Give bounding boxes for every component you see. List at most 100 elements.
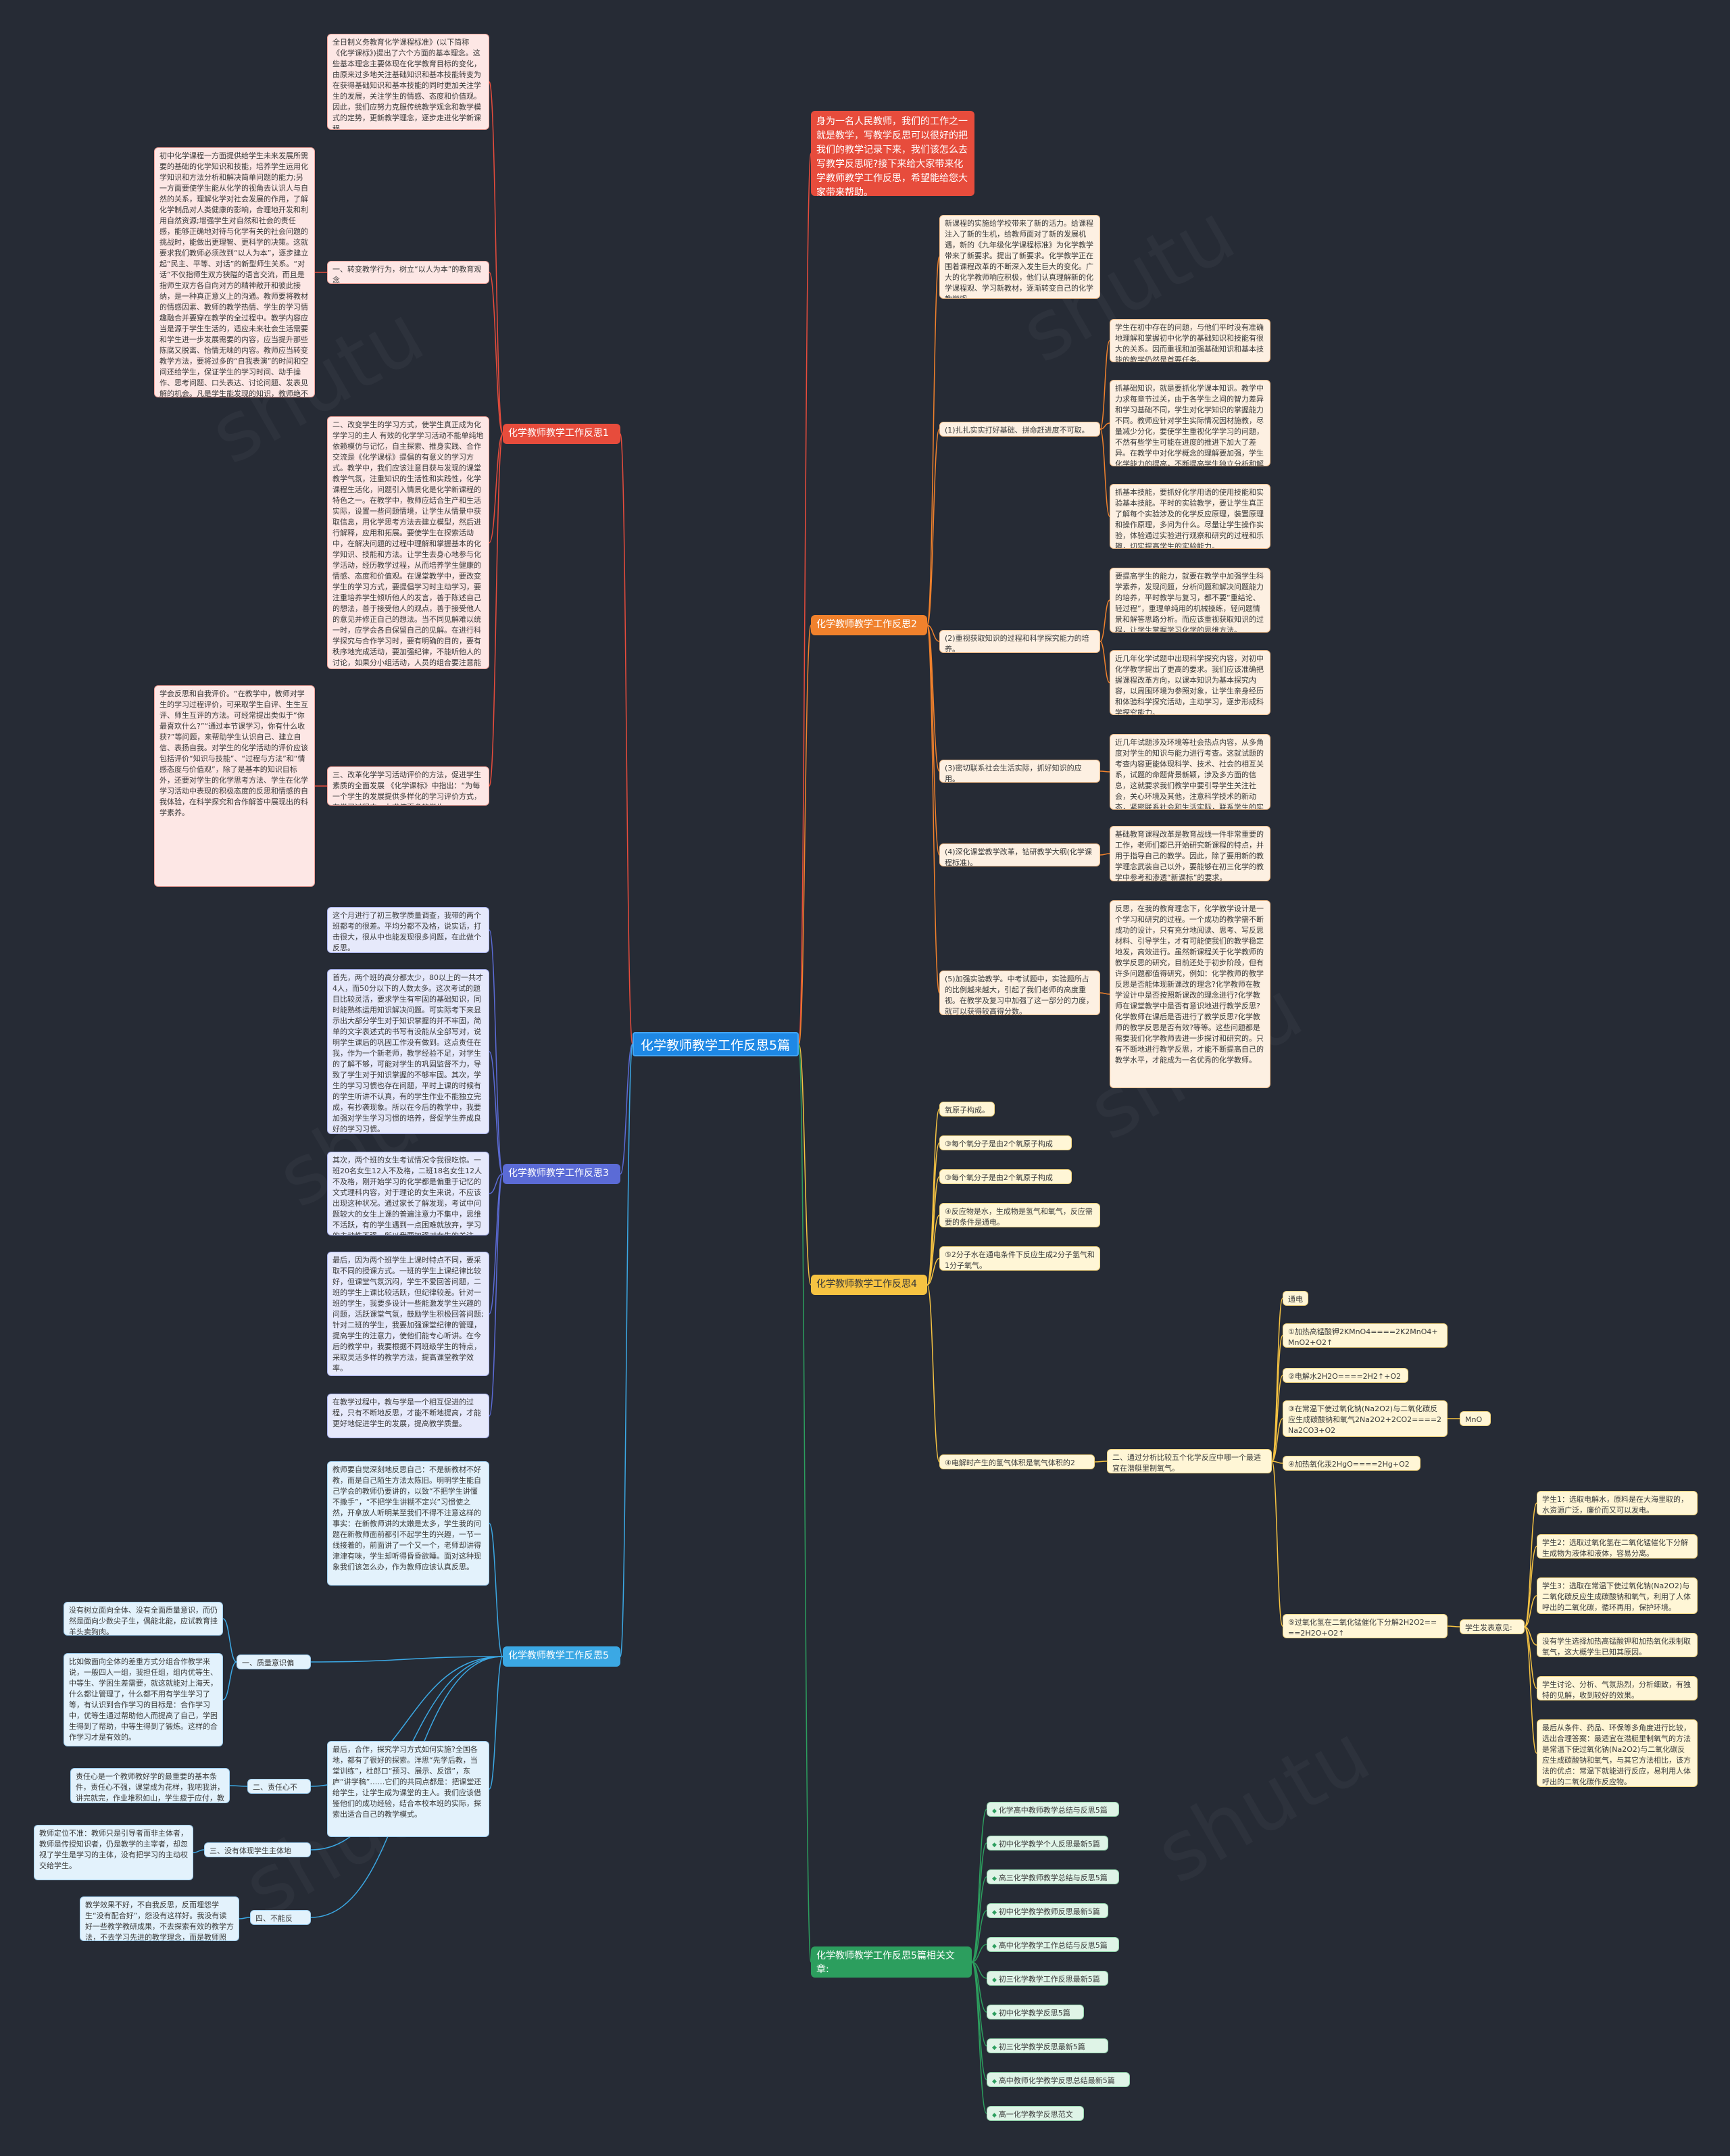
reflection-5-issue-detail[interactable]: 教师定位不准：教师只是引导者而非主体者，教师是传授知识者，仍是教学的主宰者，却忽… (34, 1825, 193, 1880)
reflection-2-item-1-detail[interactable]: 抓基本技能，要抓好化学用语的使用技能和实验基本技能。平时的实验教学，要让学生真正… (1110, 484, 1270, 549)
reflection-4-equation[interactable]: ⑤过氧化氢在二氧化锰催化下分解2H2O2====2H2O+O2↑ (1283, 1614, 1448, 1638)
reflection-4-equation[interactable]: ③在常温下使过氧化钠(Na2O2)与二氧化碳反应生成碳酸钠和氧气2Na2O2+2… (1283, 1400, 1448, 1437)
related-article-link[interactable]: 高中教师化学教学反思总结最新5篇 (987, 2072, 1130, 2087)
reflection-2-item-2-detail[interactable]: 要提高学生的能力，就要在教学中加强学生科学素养，发现问题，分析问题和解决问题能力… (1110, 568, 1270, 633)
reflection-4-equation[interactable]: ④加热氧化汞2HgO====2Hg+O2↑ (1283, 1456, 1420, 1471)
connector-line (489, 1173, 503, 1194)
reflection-3-paragraph[interactable]: 首先，两个班的高分都太少，80以上的一共才4人，而50分以下的人数太多。这次考试… (327, 969, 489, 1134)
related-article-link[interactable]: 初中化学教学教师反思最新5篇 (987, 1903, 1108, 1918)
branch-reflection-1[interactable]: 化学教师教学工作反思1 (503, 424, 620, 444)
reflection-4-item[interactable]: ③每个氧分子是由2个氧原子构成的。 (939, 1135, 1072, 1150)
reflection-5-issue-2[interactable]: 二、责任心不强。 (247, 1779, 311, 1794)
related-article-link[interactable]: 初中化学教学反思5篇 (987, 2005, 1084, 2019)
reflection-3-paragraph[interactable]: 其次，两个班的女生考试情况令我很吃惊。一班20名女生12人不及格，二班18名女生… (327, 1152, 489, 1235)
connector-line (971, 1961, 987, 2080)
related-article-link[interactable]: 高一化学教学反思范文 (987, 2106, 1084, 2121)
branch-reflection-2[interactable]: 化学教师教学工作反思2 (811, 615, 927, 635)
reflection-5-issue-3[interactable]: 三、没有体现学生主体地位。 (204, 1842, 311, 1857)
related-article-link[interactable]: 初三化学教学工作反思最新5篇 (987, 1971, 1108, 1986)
intro-note[interactable]: 身为一名人民教师，我们的工作之一就是教学，写教学反思可以很好的把我们的教学记录下… (811, 111, 974, 196)
connector-line (1271, 1375, 1283, 1462)
root-topic[interactable]: 化学教师教学工作反思5篇 (633, 1032, 799, 1056)
reflection-5-issue-detail[interactable]: 教学效果不好，不自我反思，反而埋怨学生“没有配合好”，怨没有这样好。我没有读好一… (80, 1896, 239, 1941)
reflection-2-item-1-detail[interactable]: 抓基础知识，就是要抓化学课本知识。教学中力求每章节过关，由于各学生之间的智力差异… (1110, 380, 1270, 466)
connector-line (620, 1044, 633, 1657)
reflection-4-item[interactable]: ④反应物是水，生成物是氢气和氧气，反应需要的条件是通电。 (939, 1203, 1100, 1227)
branch-reflection-3[interactable]: 化学教师教学工作反思3 (503, 1164, 620, 1184)
reflection-2-item-2-detail[interactable]: 近几年化学试题中出现科学探究内容，对初中化学教学提出了更高的要求。我们应该准确把… (1110, 650, 1270, 715)
reflection-4-equation[interactable]: ②电解水2H2O====2H2↑+O2↑ (1283, 1368, 1408, 1383)
reflection-4-electrolysis[interactable]: ④电解时产生的氢气体积是氧气体积的2倍。 (939, 1454, 1095, 1469)
reflection-3-paragraph[interactable]: 最后，因为两个班学生上课时特点不同，要采取不同的授课方式。一班的学生上课纪律比较… (327, 1252, 489, 1376)
reflection-1-detail[interactable]: 初中化学课程一方面提供给学生未来发展所需要的基础的化学知识和技能，培养学生运用化… (154, 147, 315, 397)
reflection-5-paragraph[interactable]: 最后，合作，探究学习方式如何实施?全国各地，都有了很好的探索。洋思“先学后教，当… (327, 1741, 489, 1837)
reflection-2-item-5-detail[interactable]: 反思，在我的教育理念下，化学教学设计是一个学习和研究的过程。一个成功的教学需不断… (1110, 900, 1270, 1088)
connector-line (1099, 599, 1110, 642)
reflection-2-item-1-detail[interactable]: 学生在初中存在的问题，与他们平时没有准确地理解和掌握初中化学的基础知识和技能有很… (1110, 319, 1270, 362)
reflection-5-issue-detail[interactable]: 没有树立面向全体、没有全面质量意识，而仍然是面向少数尖子生，偶能北能，应试教育挂… (64, 1602, 223, 1636)
reflection-5-issue-detail[interactable]: 比如做面向全体的差重方式分组合作教学来说，一般四人一组，我担任组，组内优等生、中… (64, 1653, 223, 1746)
reflection-4-student[interactable]: 学生1：选取电解水，原料是在大海里取的，水资源广泛，廉价而又可以发电。 (1537, 1491, 1698, 1515)
reflection-2-item-4-detail[interactable]: 基础教育课程改革是教育战线一件非常重要的工作，老师们都已开始研究新课程的特点，并… (1110, 826, 1270, 881)
reflection-1-intro[interactable]: 全日制义务教育化学课程标准》(以下简称《化学课标》)提出了六个方面的基本理念。这… (327, 34, 489, 130)
connector-line (798, 1044, 812, 1963)
reflection-3-paragraph[interactable]: 在教学过程中，教与学是一个相互促进的过程，只有不断地反思，才能不断地提高，才能更… (327, 1394, 489, 1438)
reflection-4-student-opinions[interactable]: 学生发表意见: (1460, 1619, 1525, 1634)
branch-related-articles[interactable]: 化学教师教学工作反思5篇相关文章: (811, 1946, 972, 1978)
reflection-4-student[interactable]: 最后从条件、药品、环保等多角度进行比较，选出合理答案：最适宜在潜艇里制氧气的方法… (1537, 1719, 1698, 1787)
reflection-3-paragraph[interactable]: 这个月进行了初三教学质量调查，我带的两个班都考的很差。平均分都不及格，说实话，打… (327, 907, 489, 953)
reflection-2-item-3[interactable]: (3)密切联系社会生活实际，抓好知识的应用。 (939, 760, 1100, 783)
reflection-4-compare[interactable]: 二、通过分析比较五个化学反应中哪一个最适宜在潜艇里制氧气。 (1107, 1449, 1272, 1473)
reflection-1-point-3[interactable]: 三、改革化学学习活动评价的方法，促进学生素质的全面发展 《化学课标》中指出：“为… (327, 766, 489, 806)
reflection-5-intro[interactable]: 教师要自觉深刻地反思自己：不是新教材不好教，而是自己陌生方法太陈旧。明明学生能自… (327, 1461, 489, 1586)
reflection-2-item-5[interactable]: (5)加强实验教学。中考试题中，实验题所占的比例越来越大，引起了我们老师的高度重… (939, 971, 1100, 1015)
connector-line (971, 1961, 987, 2114)
connector-line (1524, 1595, 1537, 1627)
connector-line (926, 1284, 940, 1463)
reflection-1-point-2[interactable]: 二、改变学生的学习方式，使学生真正成为化学学习的主人 有效的化学学习活动不能单纯… (327, 416, 489, 669)
connector-line (1524, 1502, 1537, 1627)
reflection-1-detail-2[interactable]: 学会反思和自我评价。“在教学中，教师对学生的学习过程评价，可采取学生自评、生生互… (154, 685, 315, 887)
reflection-4-student[interactable]: 学生讨论、分析、气氛热烈，分析细致，有独特的见解，收到较好的效果。 (1537, 1676, 1698, 1700)
connector-line (926, 1142, 940, 1285)
connector-line (1099, 340, 1110, 430)
reflection-4-catalyst[interactable]: MnO2 (1460, 1411, 1491, 1426)
related-article-link[interactable]: 初三化学教学反思最新5篇 (987, 2038, 1108, 2053)
connector-line (620, 1044, 633, 1175)
related-article-link[interactable]: 初中化学教学个人反思最新5篇 (987, 1836, 1108, 1851)
reflection-4-item[interactable]: ③每个氧分子是由2个氧原子构成的。 (939, 1169, 1072, 1184)
connector-line (1447, 1625, 1460, 1627)
connector-line (1099, 770, 1110, 773)
connector-line (1271, 1461, 1283, 1464)
reflection-4-condition[interactable]: 通电 (1283, 1291, 1308, 1306)
reflection-2-item-1[interactable]: (1)扎扎实实打好基础、拼命赶进度不可取。 (939, 422, 1100, 437)
reflection-2-intro[interactable]: 新课程的实施给学校带来了新的活力。给课程注入了新的生机，给教师面对了新的发展机遇… (939, 215, 1100, 299)
reflection-4-student[interactable]: 没有学生选择加热高锰酸钾和加热氧化汞制取氧气，这大概学生已知其原因。 (1537, 1633, 1698, 1657)
connector-line (489, 433, 503, 543)
reflection-2-item-4[interactable]: (4)深化课堂教学改革，钻研教学大纲(化学课程标准)。 (939, 843, 1100, 866)
reflection-4-equation[interactable]: ①加热高锰酸钾2KMnO4====2K2MnO4+MnO2+O2↑ (1283, 1323, 1448, 1348)
related-article-link[interactable]: 高三化学教师教学总结与反思5篇 (987, 1869, 1119, 1884)
connector-line (489, 1051, 503, 1175)
connector-line (193, 1849, 205, 1853)
reflection-4-student[interactable]: 学生2：选取过氧化氢在二氧化锰催化下分解生成物为液体和液体，容易分离。 (1537, 1534, 1698, 1559)
reflection-2-item-2[interactable]: (2)重视获取知识的过程和科学探究能力的培养。 (939, 630, 1100, 653)
branch-reflection-4[interactable]: 化学教师教学工作反思4 (811, 1275, 927, 1295)
reflection-4-item[interactable]: ⑤2分子水在通电条件下反应生成2分子氢气和1分子氧气。 (939, 1246, 1100, 1271)
reflection-1-point-1[interactable]: 一、转变教学行为，树立“以人为本”的教育观念 (327, 261, 489, 284)
connector-line (1099, 641, 1110, 683)
branch-reflection-5[interactable]: 化学教师教学工作反思5 (503, 1646, 620, 1667)
reflection-5-issue-4[interactable]: 四、不能反思。 (250, 1910, 311, 1925)
reflection-4-item[interactable]: 氧原子构成。 (939, 1102, 995, 1117)
related-article-link[interactable]: 化学高中教师教学总结与反思5篇 (987, 1802, 1119, 1817)
connector-line (926, 1258, 940, 1285)
related-article-link[interactable]: 高中化学教学工作总结与反思5篇 (987, 1937, 1119, 1952)
connector-line (926, 256, 940, 626)
reflection-2-item-3-detail[interactable]: 近几年试题涉及环境等社会热点内容，从多角度对学生的知识与能力进行考查。这就试题的… (1110, 734, 1270, 810)
connector-line (971, 1910, 987, 1963)
reflection-5-issue-detail[interactable]: 责任心是一个教师教好学的最重要的基本条件，责任心不强，课堂成为花样，我吧我讲，讲… (70, 1768, 230, 1803)
reflection-5-issue-1[interactable]: 一、质量意识偏差。 (237, 1655, 311, 1669)
connector-line (222, 1661, 237, 1700)
reflection-4-student[interactable]: 学生3：选取在常温下使过氧化钠(Na2O2)与二氧化碳反应生成碳酸钠和氧气，利用… (1537, 1577, 1698, 1614)
connector-line (1271, 1461, 1283, 1627)
